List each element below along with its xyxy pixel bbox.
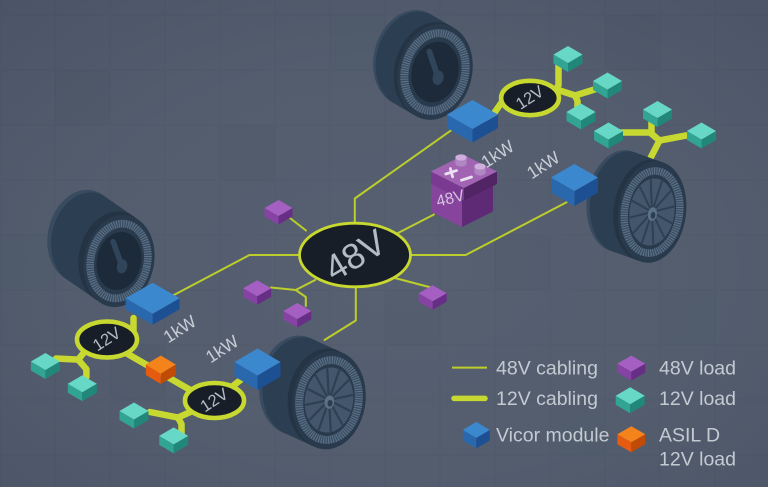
svg-text:12V cabling: 12V cabling bbox=[496, 388, 598, 410]
svg-text:Vicor module: Vicor module bbox=[496, 425, 609, 447]
svg-text:12V load: 12V load bbox=[659, 449, 736, 471]
svg-text:48V load: 48V load bbox=[659, 358, 736, 380]
svg-text:48V cabling: 48V cabling bbox=[496, 358, 598, 380]
svg-text:48V: 48V bbox=[435, 187, 467, 210]
svg-text:ASIL D: ASIL D bbox=[659, 425, 720, 447]
svg-text:12V load: 12V load bbox=[659, 388, 736, 410]
